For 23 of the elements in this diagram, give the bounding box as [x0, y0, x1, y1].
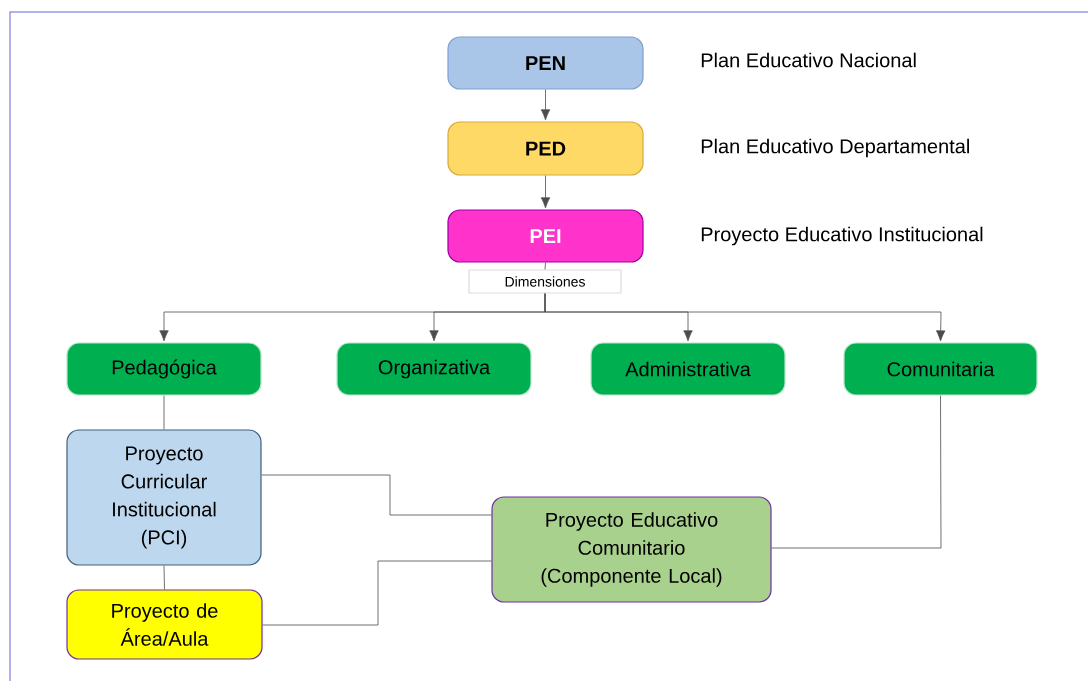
connector	[540, 89, 551, 121]
plan-name: Plan Educativo Departamental	[701, 138, 969, 158]
connector	[163, 565, 165, 590]
connector	[540, 175, 551, 209]
project-box: Proyecto de Área/Aula	[66, 589, 263, 660]
plan-name: Plan Educativo Nacional	[701, 52, 916, 68]
dimension-label-box: Dimensiones	[468, 269, 622, 294]
connector	[544, 293, 946, 342]
dimension-box: Pedagógica	[66, 342, 262, 396]
dimension-box: Comunitaria	[843, 342, 1038, 396]
plan-box: PEI	[447, 209, 644, 263]
plan-name: Proyecto Educativo Institucional	[701, 226, 983, 246]
connector	[163, 395, 165, 430]
connector	[544, 262, 546, 270]
plan-box: PED	[447, 121, 644, 176]
plan-box: PEN	[447, 36, 644, 90]
dimension-box: Administrativa	[590, 342, 786, 396]
project-box: Proyecto Curricular Institucional (PCI)	[66, 429, 262, 566]
project-box: Proyecto Educativo Comunitario (Componente Local)	[491, 496, 772, 603]
connector	[771, 395, 942, 549]
connector	[262, 560, 492, 626]
dimension-box: Organizativa	[336, 342, 532, 396]
connector	[261, 474, 492, 516]
